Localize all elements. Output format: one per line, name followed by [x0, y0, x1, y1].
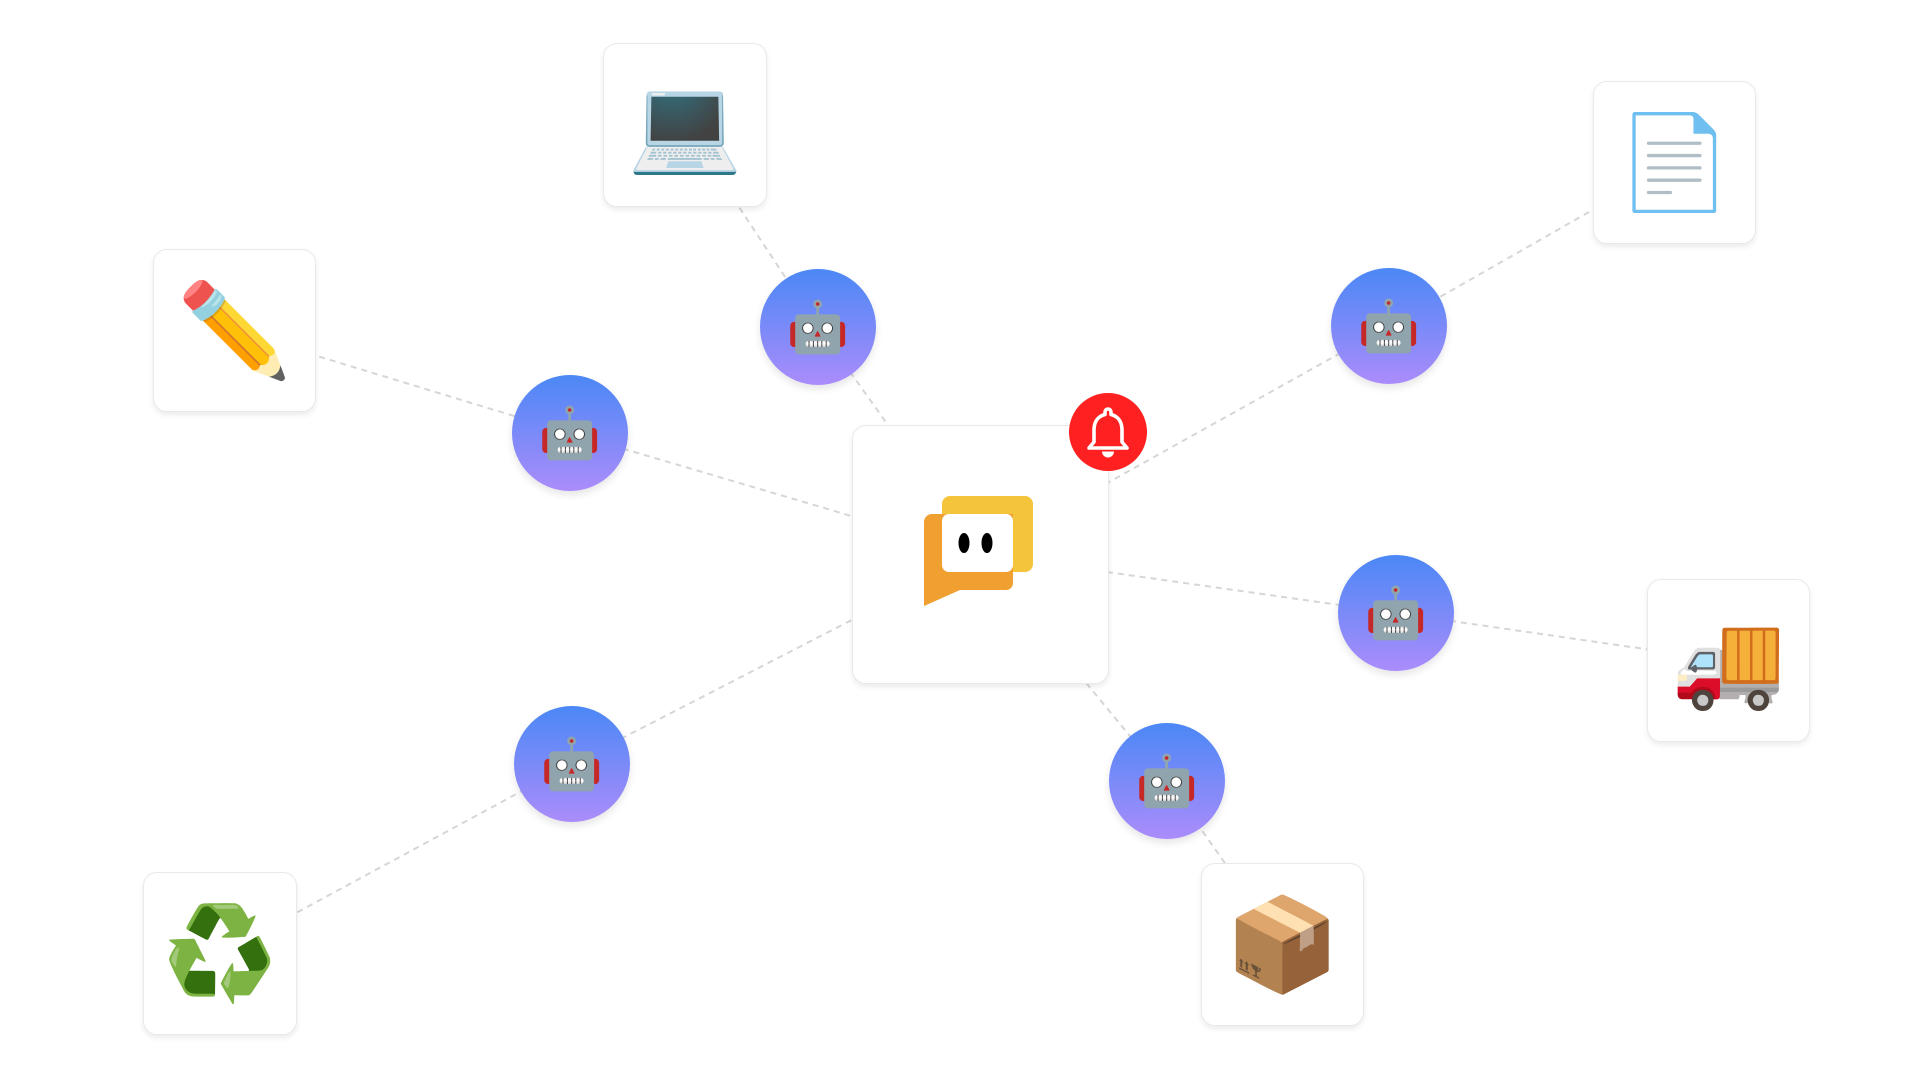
pencil-card[interactable]: ✏️	[153, 249, 316, 412]
document-card[interactable]: 📄	[1593, 81, 1756, 244]
hub-card[interactable]	[852, 425, 1109, 684]
robot-node-5[interactable]: 🤖	[1109, 723, 1225, 839]
robot-icon: 🤖	[1357, 297, 1421, 355]
logo-eye-left	[958, 532, 969, 553]
notification-badge[interactable]	[1069, 393, 1147, 471]
robot-node-3[interactable]: 🤖	[1331, 268, 1447, 384]
robot-node-2[interactable]: 🤖	[512, 375, 628, 491]
laptop-card[interactable]: 💻	[603, 43, 767, 207]
recycle-icon: ♻️	[162, 899, 278, 1007]
robot-icon: 🤖	[540, 735, 604, 793]
truck-card[interactable]: 🚚	[1647, 579, 1810, 742]
robot-icon: 🤖	[538, 404, 602, 462]
robot-node-4[interactable]: 🤖	[1338, 555, 1454, 671]
chat-bot-logo-icon	[923, 495, 1033, 606]
logo-eye-right	[981, 532, 992, 553]
robot-icon: 🤖	[1364, 584, 1428, 642]
package-icon: 📦	[1225, 890, 1340, 998]
robot-node-6[interactable]: 🤖	[514, 706, 630, 822]
edge-robot-hub	[979, 553, 1397, 614]
robot-icon: 🤖	[1135, 752, 1199, 810]
package-card[interactable]: 📦	[1201, 863, 1364, 1026]
bell-icon	[1087, 407, 1129, 458]
logo-screen	[941, 513, 1013, 572]
delivery-truck-icon: 🚚	[1671, 606, 1786, 714]
pencil-icon: ✏️	[177, 276, 292, 384]
document-icon: 📄	[1617, 108, 1732, 216]
robot-node-1[interactable]: 🤖	[760, 269, 876, 385]
robot-icon: 🤖	[786, 298, 850, 356]
laptop-icon: 💻	[627, 71, 743, 178]
recycle-card[interactable]: ♻️	[143, 872, 297, 1035]
